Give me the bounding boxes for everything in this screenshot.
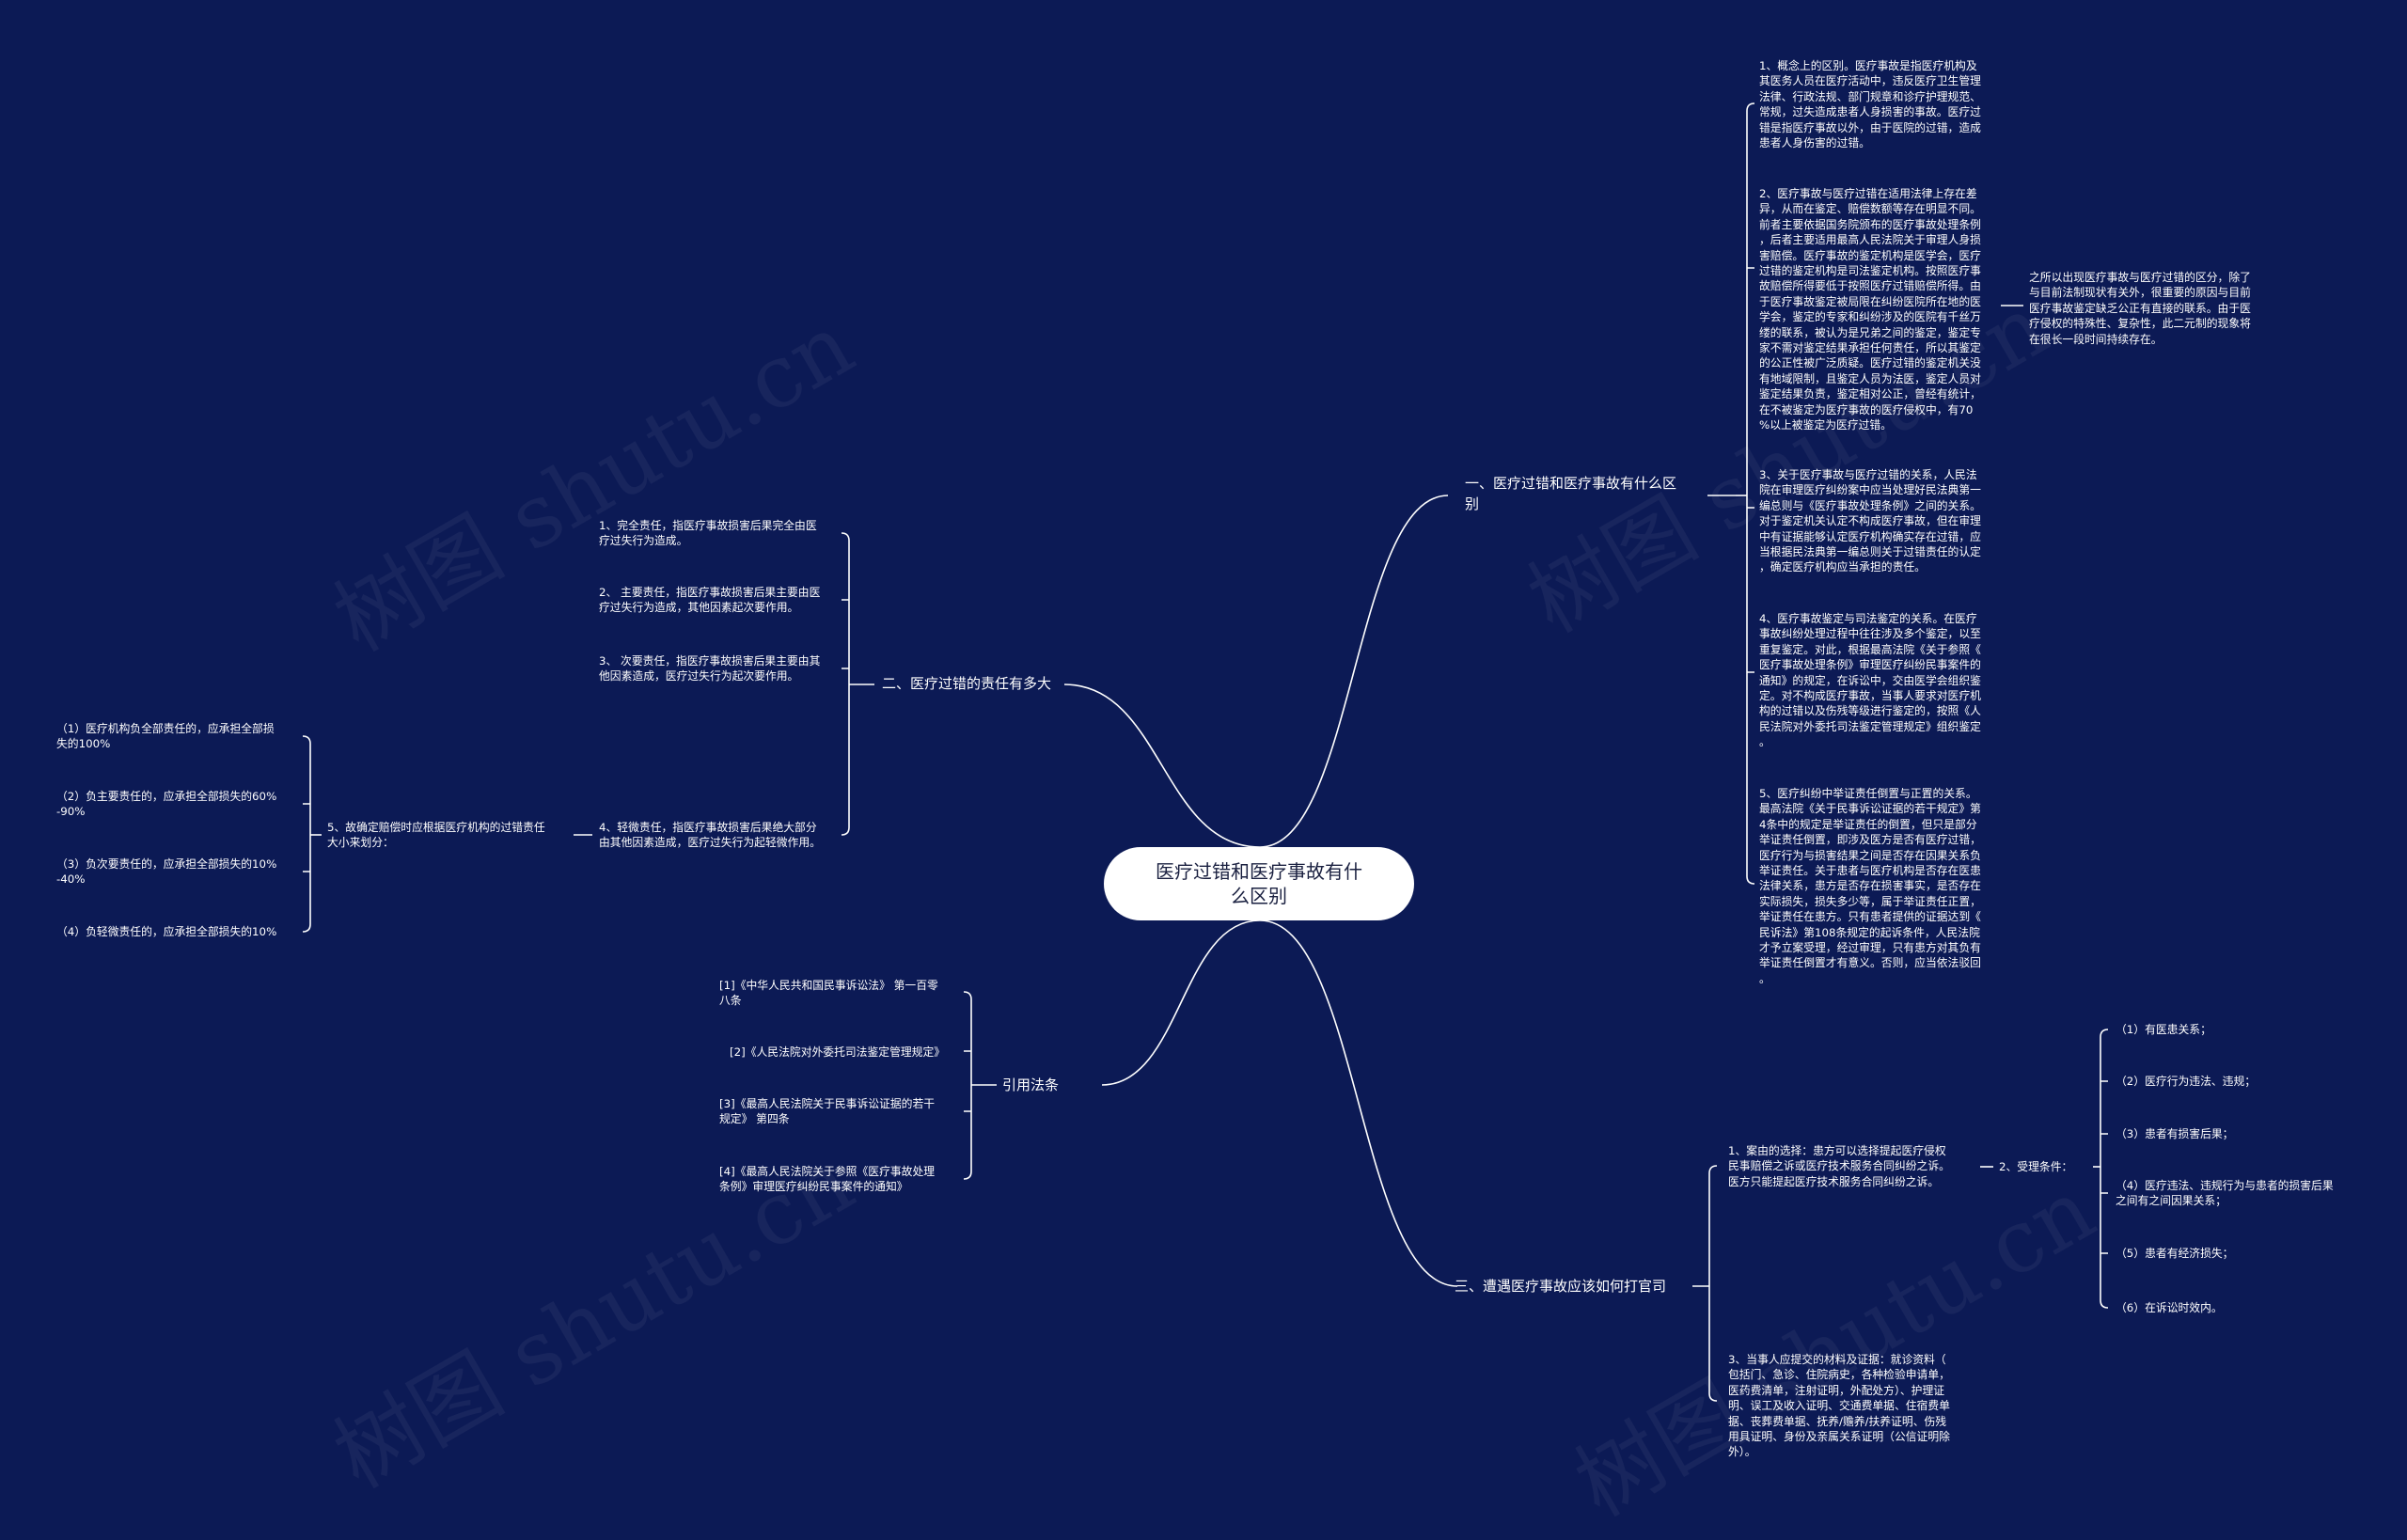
bracket-acceptance-conditions: [2100, 1029, 2109, 1309]
liability-share-2[interactable]: （2）负主要责任的，应承担全部损失的60% -90%: [56, 790, 277, 819]
bracket-sub-5: [302, 735, 311, 933]
branch-2-item-2[interactable]: 2、 主要责任，指医疗事故损害后果主要由医 疗过失行为造成，其他因素起次要作用。: [599, 586, 821, 615]
connector-root-branch-1: [1259, 495, 1449, 848]
branch-1-item-2[interactable]: 2、医疗事故与医疗过错在适用法律上存在差 异，从而在鉴定、赔偿数额等存在明显不同…: [1759, 187, 1981, 432]
lawsuit-item-2-title[interactable]: 2、受理条件：: [1999, 1160, 2073, 1173]
branch-1-item-3[interactable]: 3、关于医疗事故与医疗过错的关系，人民法 院在审理医疗纠纷案中应当处理好民法典第…: [1759, 468, 1981, 574]
branch-1-item-2-note[interactable]: 之所以出现医疗事故与医疗过错的区分，除了 与目前法制现状有关外，很重要的原因与目…: [2029, 271, 2251, 346]
acceptance-condition-6[interactable]: （6）在诉讼时效内。: [2116, 1301, 2223, 1314]
branch-2-item-4[interactable]: 4、轻微责任，指医疗事故损害后果绝大部分 由其他因素造成，医疗过失行为起轻微作用…: [599, 821, 821, 850]
branch-2-sub-5-title[interactable]: 5、故确定赔偿时应根据医疗机构的过错责任 大小来划分：: [327, 821, 545, 850]
law-citation-2[interactable]: [2]《人民法院对外委托司法鉴定管理规定》: [730, 1045, 946, 1059]
branch-1-item-1[interactable]: 1、概念上的区别。医疗事故是指医疗机构及 其医务人员在医疗活动中，违反医疗卫生管…: [1759, 59, 1981, 150]
branch-1-title[interactable]: 一、医疗过错和医疗事故有什么区 别: [1465, 475, 1677, 512]
acceptance-condition-3[interactable]: （3）患者有损害后果；: [2116, 1127, 2234, 1140]
law-citation-4[interactable]: [4]《最高人民法院关于参照《医疗事故处理 条例》审理医疗纠纷民事案件的通知》: [719, 1165, 936, 1194]
lawsuit-item-3[interactable]: 3、当事人应提交的材料及证据：就诊资料（ 包括门、急诊、住院病史，各种检验申请单…: [1728, 1353, 1950, 1459]
acceptance-condition-1[interactable]: （1）有医患关系；: [2116, 1023, 2211, 1036]
liability-share-3[interactable]: （3）负次要责任的，应承担全部损失的10% -40%: [56, 857, 277, 887]
liability-share-1[interactable]: （1）医疗机构负全部责任的，应承担全部损 失的100%: [56, 722, 275, 751]
branch-1-item-4[interactable]: 4、医疗事故鉴定与司法鉴定的关系。在医疗 事故纠纷处理过程中往往涉及多个鉴定，以…: [1759, 612, 1981, 749]
connector-root-branch-2: [1063, 684, 1261, 848]
acceptance-condition-5[interactable]: （5）患者有经济损失；: [2116, 1247, 2234, 1260]
bracket-branch-4: [963, 991, 972, 1180]
connector-root-branch-3: [1259, 919, 1458, 1287]
branch-2-item-1[interactable]: 1、完全责任，指医疗事故损害后果完全由医 疗过失行为造成。: [599, 519, 817, 548]
acceptance-condition-4[interactable]: （4）医疗违法、违规行为与患者的损害后果 之间有之间因果关系；: [2116, 1179, 2334, 1208]
branch-4-title[interactable]: 引用法条: [1002, 1076, 1060, 1093]
lawsuit-item-1[interactable]: 1、案由的选择：患方可以选择提起医疗侵权 民事赔偿之诉或医疗技术服务合同纠纷之诉…: [1728, 1144, 1950, 1188]
branch-2-item-3[interactable]: 3、 次要责任，指医疗事故损害后果主要由其 他因素造成，医疗过失行为起次要作用。: [599, 654, 821, 684]
bracket-branch-3: [1708, 1165, 1718, 1402]
law-citation-1[interactable]: [1]《中华人民共和国民事诉讼法》 第一百零 八条: [719, 979, 938, 1008]
branch-1-item-5[interactable]: 5、医疗纠纷中举证责任倒置与正置的关系。 最高法院《关于民事诉讼证据的若干规定》…: [1759, 787, 1981, 985]
acceptance-condition-2[interactable]: （2）医疗行为违法、违规；: [2116, 1075, 2257, 1088]
law-citation-3[interactable]: [3]《最高人民法院关于民事诉讼证据的若干 规定》 第四条: [719, 1097, 936, 1126]
branch-3-title[interactable]: 三、遭遇医疗事故应该如何打官司: [1455, 1278, 1667, 1295]
root-topic[interactable]: 医疗过错和医疗事故有什 么区别: [1104, 847, 1414, 920]
branch-2-title[interactable]: 二、医疗过错的责任有多大: [882, 675, 1052, 692]
connector-root-branch-4: [1101, 919, 1261, 1086]
bracket-branch-1: [1746, 102, 1755, 885]
liability-share-4[interactable]: （4）负轻微责任的，应承担全部损失的10%: [56, 925, 277, 938]
